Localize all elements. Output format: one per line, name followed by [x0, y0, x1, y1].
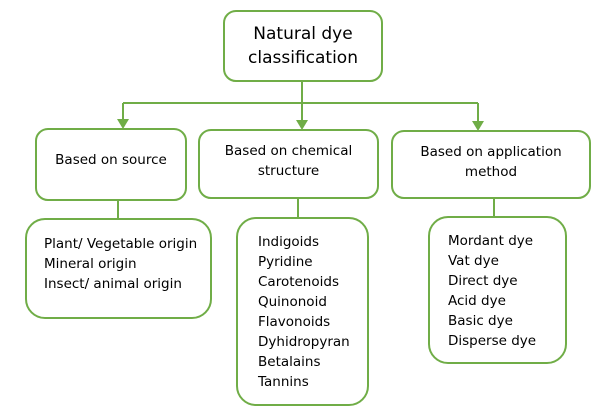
list-item: Basic dye: [448, 313, 513, 329]
category-node-application-method: Based on application method: [391, 130, 591, 199]
list-node-chemical-structure: Indigoids Pyridine Carotenoids Quinonoid…: [236, 217, 369, 406]
arrowhead-source: [117, 119, 129, 129]
source-items: Plant/ Vegetable origin Mineral origin I…: [44, 234, 210, 294]
list-item: Acid dye: [448, 293, 506, 309]
list-item: Direct dye: [448, 273, 518, 289]
category-node-source: Based on source: [35, 128, 187, 201]
category-node-chemical-structure: Based on chemical structure: [198, 129, 379, 199]
list-item: Dyhidropyran: [258, 334, 350, 350]
list-item: Mordant dye: [448, 233, 534, 249]
application-method-items: Mordant dye Vat dye Direct dye Acid dye …: [448, 231, 565, 351]
list-item: Betalains: [258, 354, 321, 370]
list-node-source: Plant/ Vegetable origin Mineral origin I…: [25, 218, 212, 319]
list-item: Pyridine: [258, 254, 313, 270]
root-node: Natural dye classification: [223, 10, 383, 82]
list-item: Disperse dye: [448, 333, 537, 349]
list-item: Tannins: [258, 374, 309, 390]
root-node-label: Natural dye classification: [248, 24, 358, 68]
list-item: Carotenoids: [258, 274, 339, 290]
list-node-application-method: Mordant dye Vat dye Direct dye Acid dye …: [428, 216, 567, 364]
list-item: Indigoids: [258, 234, 320, 250]
category-label-source: Based on source: [55, 152, 167, 168]
list-item: Vat dye: [448, 253, 499, 269]
list-item: Plant/ Vegetable origin: [44, 236, 198, 252]
category-label-chemical-structure: Based on chemical structure: [224, 143, 353, 179]
arrowhead-chemical: [296, 120, 308, 130]
list-item: Mineral origin: [44, 256, 137, 272]
list-item: Insect/ animal origin: [44, 276, 182, 292]
list-item: Flavonoids: [258, 314, 331, 330]
chemical-structure-items: Indigoids Pyridine Carotenoids Quinonoid…: [258, 232, 367, 392]
list-item: Quinonoid: [258, 294, 327, 310]
category-label-application-method: Based on application method: [420, 144, 562, 180]
arrowhead-application: [472, 121, 484, 131]
